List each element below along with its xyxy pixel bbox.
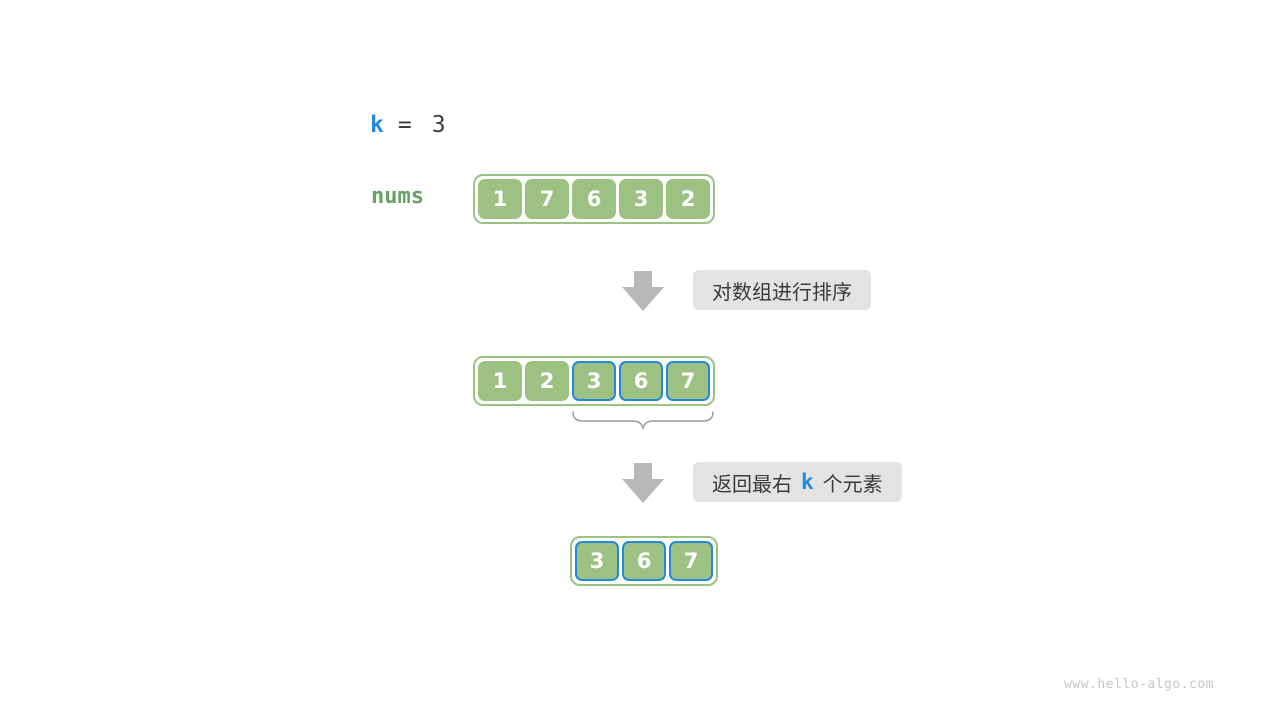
underbrace-icon bbox=[572, 411, 714, 431]
array-cell: 1 bbox=[478, 361, 522, 401]
k-label: k bbox=[370, 112, 384, 138]
array-cell-highlighted: 3 bbox=[572, 361, 616, 401]
step2-k-label: k bbox=[801, 470, 814, 494]
array-cell: 2 bbox=[525, 361, 569, 401]
step2-suffix: 个元素 bbox=[822, 473, 883, 496]
array-cell-highlighted: 7 bbox=[669, 541, 713, 581]
down-arrow-icon bbox=[622, 271, 664, 311]
nums-label: nums bbox=[371, 184, 424, 209]
step-label-return-k: 返回最右 k 个元素 bbox=[693, 462, 902, 502]
k-value: 3 bbox=[431, 112, 446, 138]
array-cell: 2 bbox=[666, 179, 710, 219]
step-label-sort: 对数组进行排序 bbox=[693, 270, 871, 310]
equals-sign: = bbox=[397, 112, 412, 138]
array-cell-highlighted: 6 bbox=[619, 361, 663, 401]
array-cell-highlighted: 3 bbox=[575, 541, 619, 581]
array-cell: 1 bbox=[478, 179, 522, 219]
step1-text: 对数组进行排序 bbox=[712, 281, 852, 304]
array-cell-highlighted: 6 bbox=[622, 541, 666, 581]
down-arrow-icon bbox=[622, 463, 664, 503]
watermark: www.hello-algo.com bbox=[1064, 677, 1214, 692]
array-cell: 3 bbox=[619, 179, 663, 219]
step2-prefix: 返回最右 bbox=[712, 473, 792, 496]
k-variable-line: k = 3 bbox=[370, 112, 446, 138]
array-cell: 6 bbox=[572, 179, 616, 219]
array-cell-highlighted: 7 bbox=[666, 361, 710, 401]
array-cell: 7 bbox=[525, 179, 569, 219]
